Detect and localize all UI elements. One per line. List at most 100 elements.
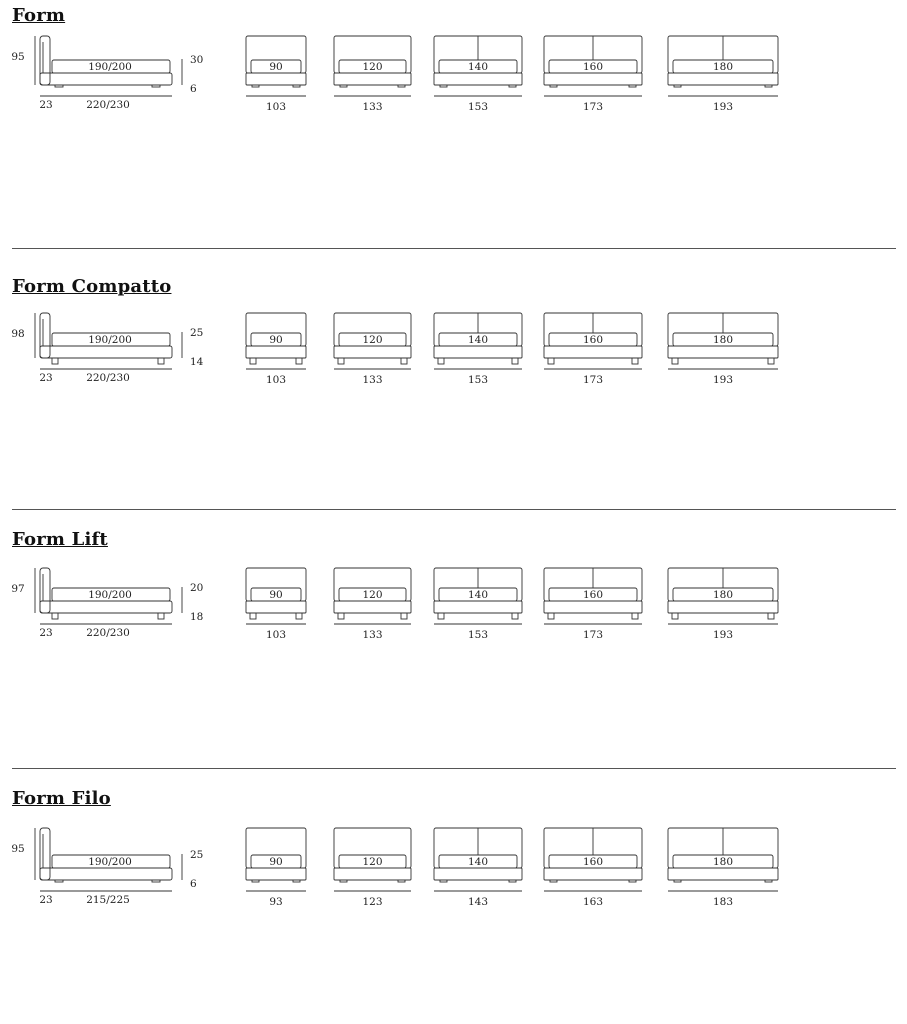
overall-width-label: 193 [713,629,733,641]
section-title: Form Compatto [12,276,172,297]
foot [151,84,161,88]
mattress-size-label: 120 [362,589,382,601]
leg [249,357,257,365]
leg [51,357,59,365]
overhang-label: 23 [39,99,52,111]
section-divider [12,768,896,769]
mattress-size-label: 160 [583,334,603,346]
frame-front [245,867,307,881]
leg [295,612,303,620]
foot [151,879,161,883]
mattress-size-label: 120 [362,61,382,73]
overall-width-label: 153 [468,629,488,641]
leg [400,612,408,620]
length-label: 220/230 [86,627,130,639]
foot [549,879,558,883]
frame-front [543,345,643,359]
overall-width-label: 193 [713,374,733,386]
overall-width-label: 163 [583,896,603,908]
upper-height-label: 25 [190,849,203,861]
section-title: Form [12,5,66,26]
mattress-size-label: 180 [713,334,733,346]
foot [251,879,260,883]
foot [673,879,682,883]
upper-height-label: 30 [190,54,203,66]
frame-front [543,867,643,881]
frame-front [433,72,523,86]
headboard-side [39,827,51,881]
frame-front [667,345,779,359]
mattress-size-label: 160 [583,856,603,868]
leg [337,357,345,365]
overhang-label: 23 [39,627,52,639]
mattress-size-label: 140 [468,334,488,346]
mattress-size-label: 180 [713,61,733,73]
mattress-size-label: 180 [713,589,733,601]
lower-height-label: 14 [190,356,204,368]
leg [157,357,165,365]
overall-width-label: 183 [713,896,733,908]
foot [764,84,773,88]
mattress-size-label: 90 [269,589,282,601]
overall-width-label: 153 [468,374,488,386]
length-label: 220/230 [86,372,130,384]
overall-width-label: 123 [362,896,382,908]
overhang-label: 23 [39,372,52,384]
foot [292,84,301,88]
foot [508,879,517,883]
leg [295,357,303,365]
foot [439,84,448,88]
leg [400,357,408,365]
section-title: Form Filo [12,788,111,809]
overall-width-label: 103 [266,374,286,386]
section-title: Form Lift [12,529,108,550]
mattress-label: 190/200 [88,61,132,73]
leg [767,357,775,365]
leg [51,612,59,620]
mattress-size-label: 90 [269,61,282,73]
leg [511,357,519,365]
foot [397,84,406,88]
length-label: 215/225 [86,894,130,906]
overall-width-label: 173 [583,629,603,641]
section-divider [12,509,896,510]
mattress-size-label: 160 [583,589,603,601]
frame-front [333,600,412,614]
frame-front [245,72,307,86]
frame-front [333,72,412,86]
leg [631,612,639,620]
mattress-size-label: 140 [468,589,488,601]
lower-height-label: 6 [190,83,197,95]
foot [673,84,682,88]
length-label: 220/230 [86,99,130,111]
mattress-label: 190/200 [88,856,132,868]
leg [631,357,639,365]
foot [628,879,637,883]
frame-front [333,345,412,359]
foot [549,84,558,88]
overhang-label: 23 [39,894,52,906]
overall-width-label: 193 [713,101,733,113]
frame-side [39,867,173,881]
leg [511,612,519,620]
mattress-size-label: 160 [583,61,603,73]
frame-front [667,72,779,86]
mattress-size-label: 180 [713,856,733,868]
height-label: 95 [11,51,24,63]
mattress-size-label: 140 [468,856,488,868]
overall-width-label: 93 [269,896,282,908]
mattress-label: 190/200 [88,334,132,346]
overall-width-label: 133 [362,629,382,641]
lower-height-label: 6 [190,878,197,890]
frame-front [667,867,779,881]
frame-side [39,72,173,86]
mattress-size-label: 90 [269,856,282,868]
frame-front [433,867,523,881]
mattress-size-label: 120 [362,334,382,346]
foot [54,879,64,883]
height-label: 95 [11,843,24,855]
overall-width-label: 133 [362,101,382,113]
overall-width-label: 153 [468,101,488,113]
